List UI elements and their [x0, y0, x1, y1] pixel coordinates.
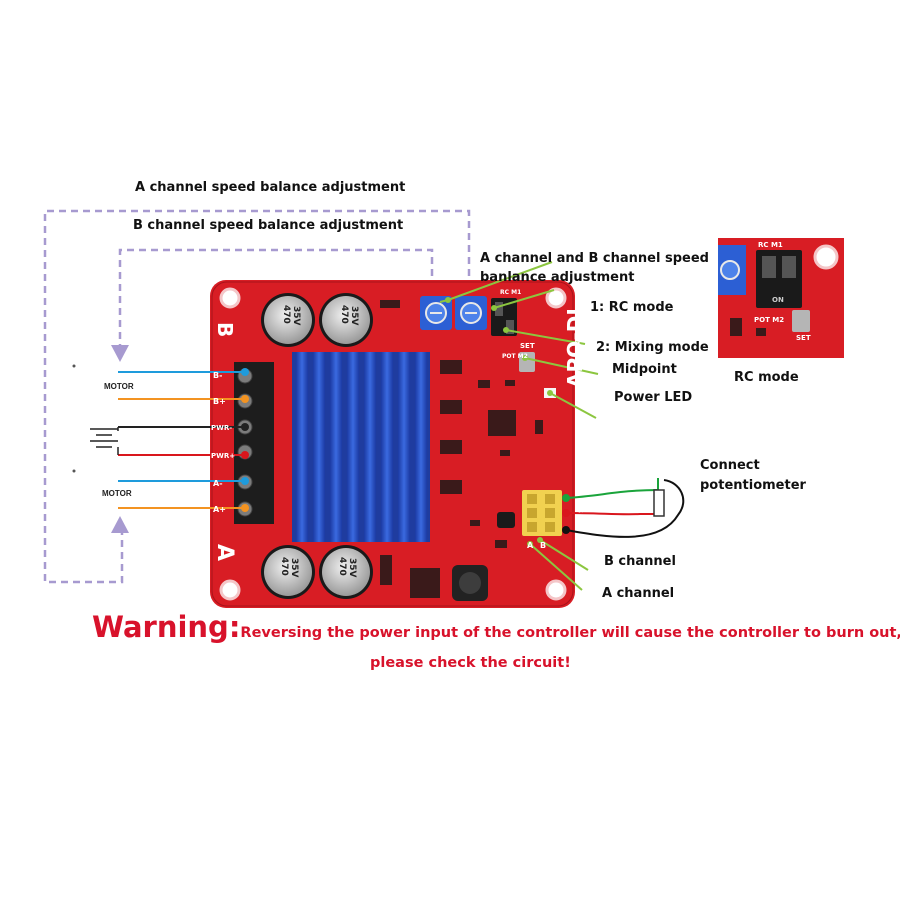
capacitor-top-right	[319, 293, 373, 347]
cap-value-3: 470	[279, 557, 289, 576]
capacitor-bottom-right	[319, 545, 373, 599]
pin-b-silk: B	[540, 541, 546, 550]
pot-m2-silk: POT M2	[502, 353, 528, 360]
guide-line-a	[43, 209, 471, 584]
label-b-balance: B channel speed balance adjustment	[133, 218, 404, 233]
cap-value-4: 470	[337, 557, 347, 576]
rc-m1-silk: RC M1	[500, 289, 521, 296]
label-a-balance: A channel speed balance adjustment	[135, 180, 406, 195]
board-brand: WINGXINE	[574, 327, 582, 368]
heatsink	[292, 352, 430, 542]
silk-a: A	[212, 544, 237, 561]
terminal-label-5: A+	[213, 505, 226, 514]
cap-value-1: 470	[281, 305, 291, 324]
label-connect-pot-2: potentiometer	[700, 478, 806, 493]
label-midpoint: Midpoint	[612, 362, 677, 377]
warning-text-2: please check the circuit!	[370, 655, 571, 671]
pointer-lines	[439, 261, 599, 591]
cap-value-2: 470	[339, 305, 349, 324]
inset-on: ON	[772, 296, 784, 304]
battery-icon	[90, 427, 119, 455]
inset-set: SET	[796, 334, 811, 342]
warning-title: Warning:	[92, 610, 241, 644]
cap-voltage-4: 35V	[347, 558, 357, 578]
pin-a-silk: A	[527, 541, 534, 550]
potentiometer-icon	[653, 489, 665, 517]
board-model: APO-DL	[563, 303, 587, 388]
label-ab-balance-1: A channel and B channel speed	[480, 251, 709, 266]
pot-wires	[565, 478, 685, 538]
label-ab-balance-2: banlance adjustment	[480, 270, 635, 285]
warning-text-1: Reversing the power input of the control…	[240, 625, 900, 641]
silk-b: B	[213, 322, 237, 337]
inset-model: APO-DL	[843, 255, 867, 340]
guide-line-b	[118, 248, 434, 350]
terminal-label-1: B+	[213, 397, 226, 406]
cap-voltage-1: 35V	[291, 306, 301, 326]
terminal-label-2: PWR-	[211, 424, 232, 432]
pins-silk: S + -	[576, 508, 584, 527]
wires	[118, 371, 245, 509]
label-connect-pot-1: Connect	[700, 458, 760, 473]
label-mixing-mode: 2: Mixing mode	[596, 340, 709, 355]
label-power-led: Power LED	[614, 390, 693, 405]
terminal-label-3: PWR+	[211, 452, 235, 460]
terminal-label-4: A-	[213, 479, 223, 488]
label-a-channel: A channel	[602, 586, 675, 601]
cap-voltage-2: 35V	[349, 306, 359, 326]
terminal-label-0: B-	[213, 371, 222, 380]
controller-board	[210, 280, 575, 608]
label-inset-rc-mode: RC mode	[734, 370, 799, 385]
inset-rc-mode	[718, 238, 844, 358]
motor-label-bottom: MOTOR	[102, 489, 132, 498]
set-silk: SET	[520, 342, 535, 350]
warning-line: Warning:Reversing the power input of the…	[92, 610, 900, 644]
motor-label-top: MOTOR	[104, 382, 134, 391]
cap-voltage-3: 35V	[289, 558, 299, 578]
capacitor-top-left	[261, 293, 315, 347]
inset-pot-m2: POT M2	[754, 316, 784, 324]
arrow-up-icon	[111, 516, 129, 533]
label-b-channel: B channel	[604, 554, 676, 569]
inset-rc-m1: RC M1	[758, 241, 783, 249]
label-rc-mode: 1: RC mode	[590, 300, 674, 315]
capacitor-bottom-left	[261, 545, 315, 599]
arrow-down-icon	[111, 345, 129, 362]
